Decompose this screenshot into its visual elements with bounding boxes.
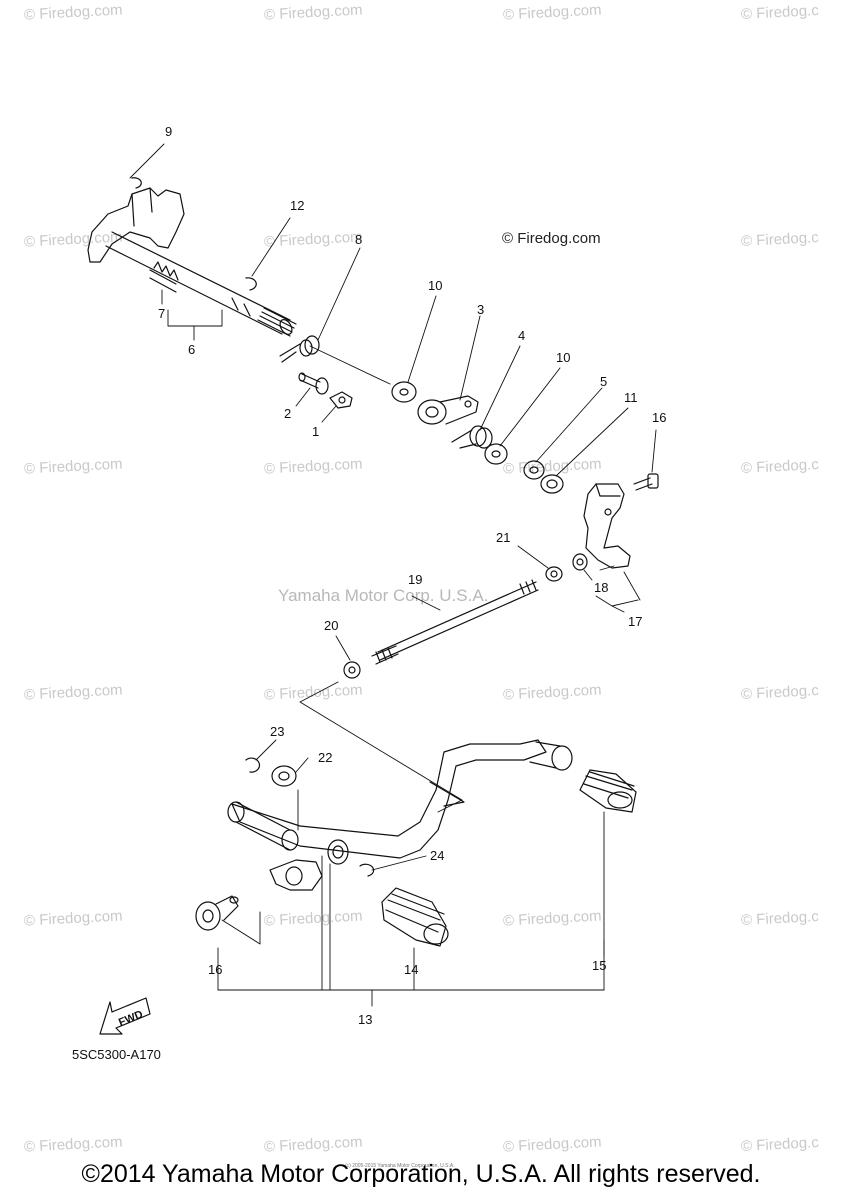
bolt-17 <box>633 473 659 491</box>
callout-22: 21 <box>496 530 510 545</box>
callout-labels: 9 12 8 10 3 4 10 5 11 16 7 6 2 1 21 19 1… <box>117 124 666 1029</box>
nut-19 <box>572 553 588 571</box>
nut-21 <box>343 661 361 679</box>
callout-24: 23 <box>270 724 284 739</box>
callout-5: 5 <box>600 374 607 389</box>
circlip-25 <box>359 863 375 877</box>
shift-shaft-assembly <box>87 187 297 337</box>
diagram-code: 5SC5300-A170 <box>72 1047 161 1062</box>
washer-11 <box>540 474 564 494</box>
collar-1 <box>329 391 353 409</box>
callout-3: 3 <box>477 302 484 317</box>
circlip-24 <box>245 757 261 773</box>
callout-13: 13 <box>358 1012 372 1027</box>
circlip-9 <box>131 177 142 189</box>
callout-17: 16 <box>652 410 666 425</box>
shift-lever-3 <box>417 395 479 425</box>
callout-14: 14 <box>404 962 418 977</box>
washer-23 <box>271 765 297 787</box>
leader-lines <box>129 143 657 1007</box>
spring-8 <box>279 335 320 363</box>
callout-6: 6 <box>188 342 195 357</box>
callout-21: 20 <box>324 618 338 633</box>
watermark-center: Yamaha Motor Corp. U.S.A. <box>278 586 489 605</box>
copyright-footer: ©2014 Yamaha Motor Corporation, U.S.A. A… <box>81 1160 761 1188</box>
shift-rod-20 <box>371 579 539 665</box>
spring-4 <box>451 425 493 449</box>
callout-9: 9 <box>165 124 172 139</box>
pedal-rubber-15 <box>579 769 637 813</box>
washer-5 <box>523 460 545 480</box>
rod-joint-18 <box>583 483 631 569</box>
callout-2: 2 <box>284 406 291 421</box>
rod-end-16 <box>195 895 239 931</box>
shift-pedal-13 <box>227 739 573 865</box>
callout-4: 4 <box>518 328 525 343</box>
callout-7: 7 <box>158 306 165 321</box>
fwd-arrow-icon <box>99 997 151 1035</box>
callout-15: 15 <box>592 958 606 973</box>
callout-20: 19 <box>408 572 422 587</box>
callout-1: 1 <box>312 424 319 439</box>
callout-12: 12 <box>290 198 304 213</box>
tiny-note: (c) 2005-2015 Yamaha Motor Corporation, … <box>345 1163 455 1169</box>
callout-25: 24 <box>430 848 444 863</box>
circlip-12 <box>245 277 257 291</box>
washer-10 <box>391 381 417 403</box>
callout-8: 8 <box>355 232 362 247</box>
callout-23: 22 <box>318 750 332 765</box>
pedal-rubber-14 <box>381 887 449 947</box>
callout-10: 10 <box>428 278 442 293</box>
callout-16: 16 <box>208 962 222 977</box>
pedal-bracket <box>269 859 323 891</box>
callout-10b: 10 <box>556 350 570 365</box>
nut-22 <box>545 566 563 582</box>
callout-18: 17 <box>628 614 642 629</box>
washer-10b <box>484 443 508 465</box>
watermark-main: © Firedog.com <box>502 230 601 247</box>
bolt-2 <box>298 372 329 395</box>
callout-11: 11 <box>624 390 638 405</box>
callout-19: 18 <box>594 580 608 595</box>
